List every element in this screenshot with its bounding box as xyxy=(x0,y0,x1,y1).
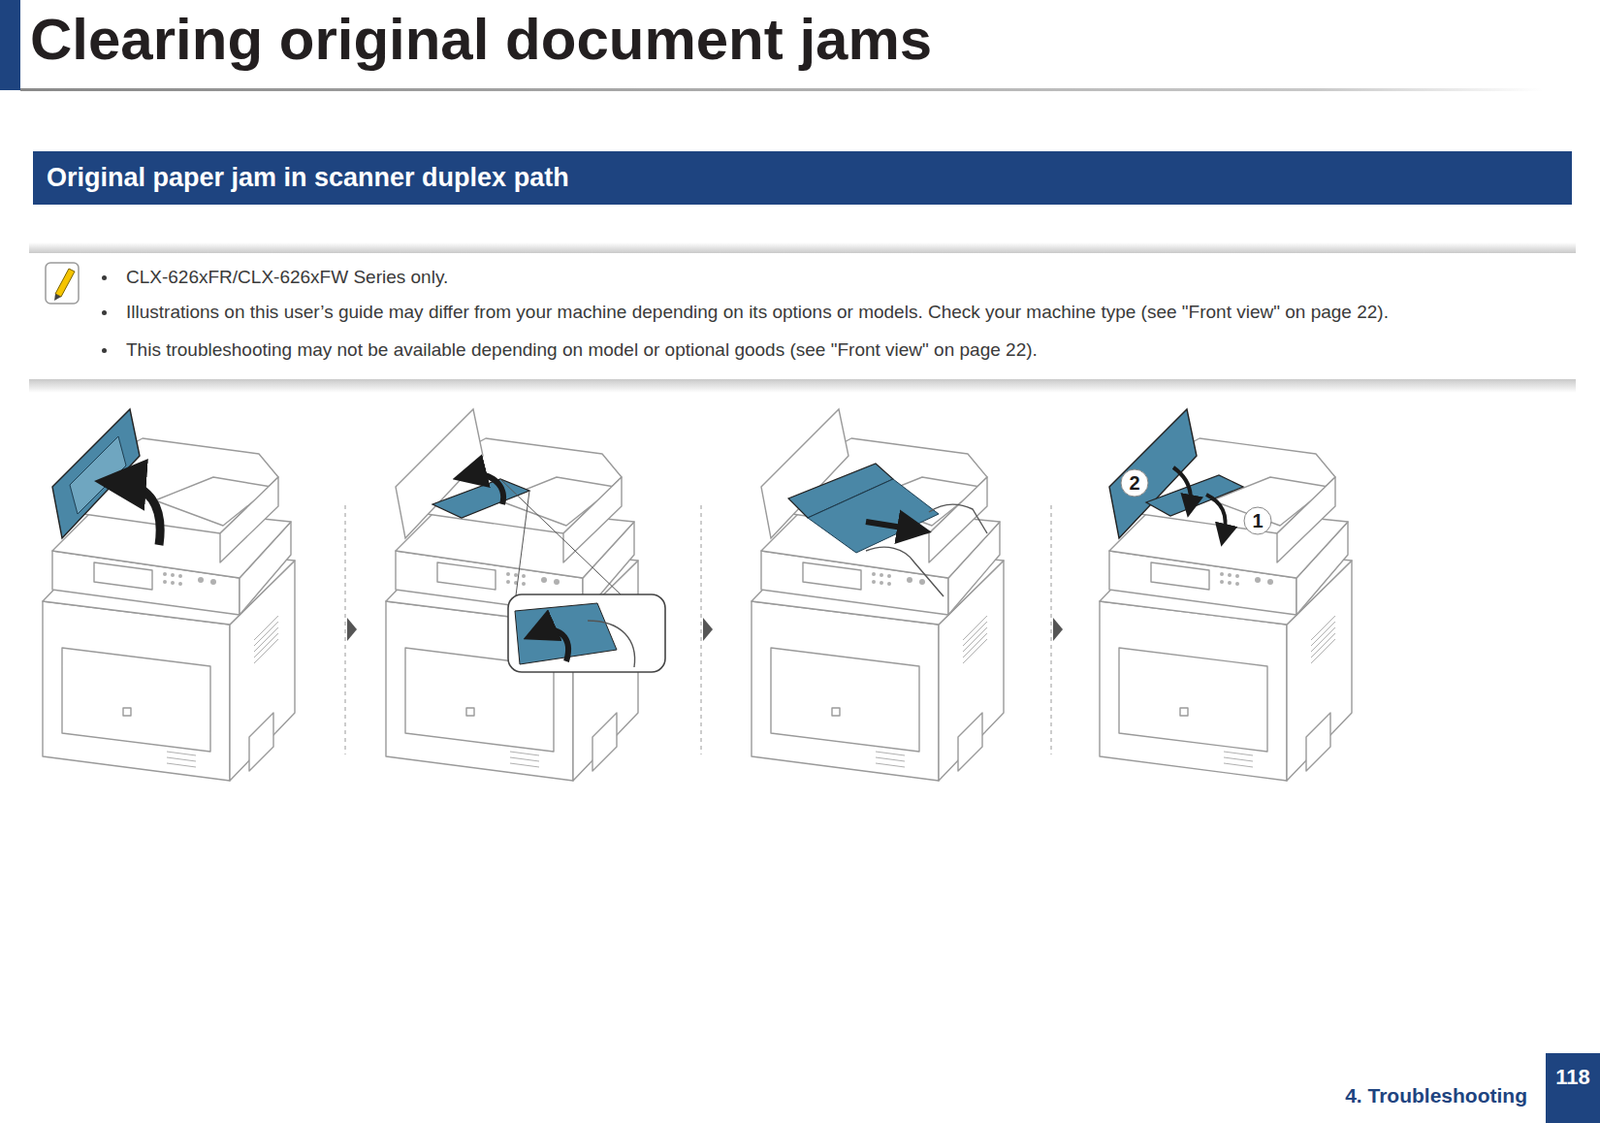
bullet-dot xyxy=(101,275,107,281)
bullet-dot xyxy=(101,310,107,316)
note-text: This troubleshooting may not be availabl… xyxy=(126,339,1038,361)
footer-section: 4. Troubleshooting xyxy=(1344,1084,1528,1108)
bullet-dot xyxy=(101,348,107,353)
page-number-box: 118 xyxy=(1545,1053,1600,1123)
note-text: Illustrations on this user’s guide may d… xyxy=(126,301,1389,323)
section-heading: Original paper jam in scanner duplex pat… xyxy=(46,162,570,193)
page-number: 118 xyxy=(1555,1064,1591,1090)
section-header-band: Original paper jam in scanner duplex pat… xyxy=(32,151,1572,205)
page-title: Clearing original document jams xyxy=(30,5,932,73)
callout-number: 2 xyxy=(1128,472,1140,495)
note-text: CLX-626xFR/CLX-626xFW Series only. xyxy=(126,266,448,288)
callout-number: 1 xyxy=(1251,510,1263,533)
